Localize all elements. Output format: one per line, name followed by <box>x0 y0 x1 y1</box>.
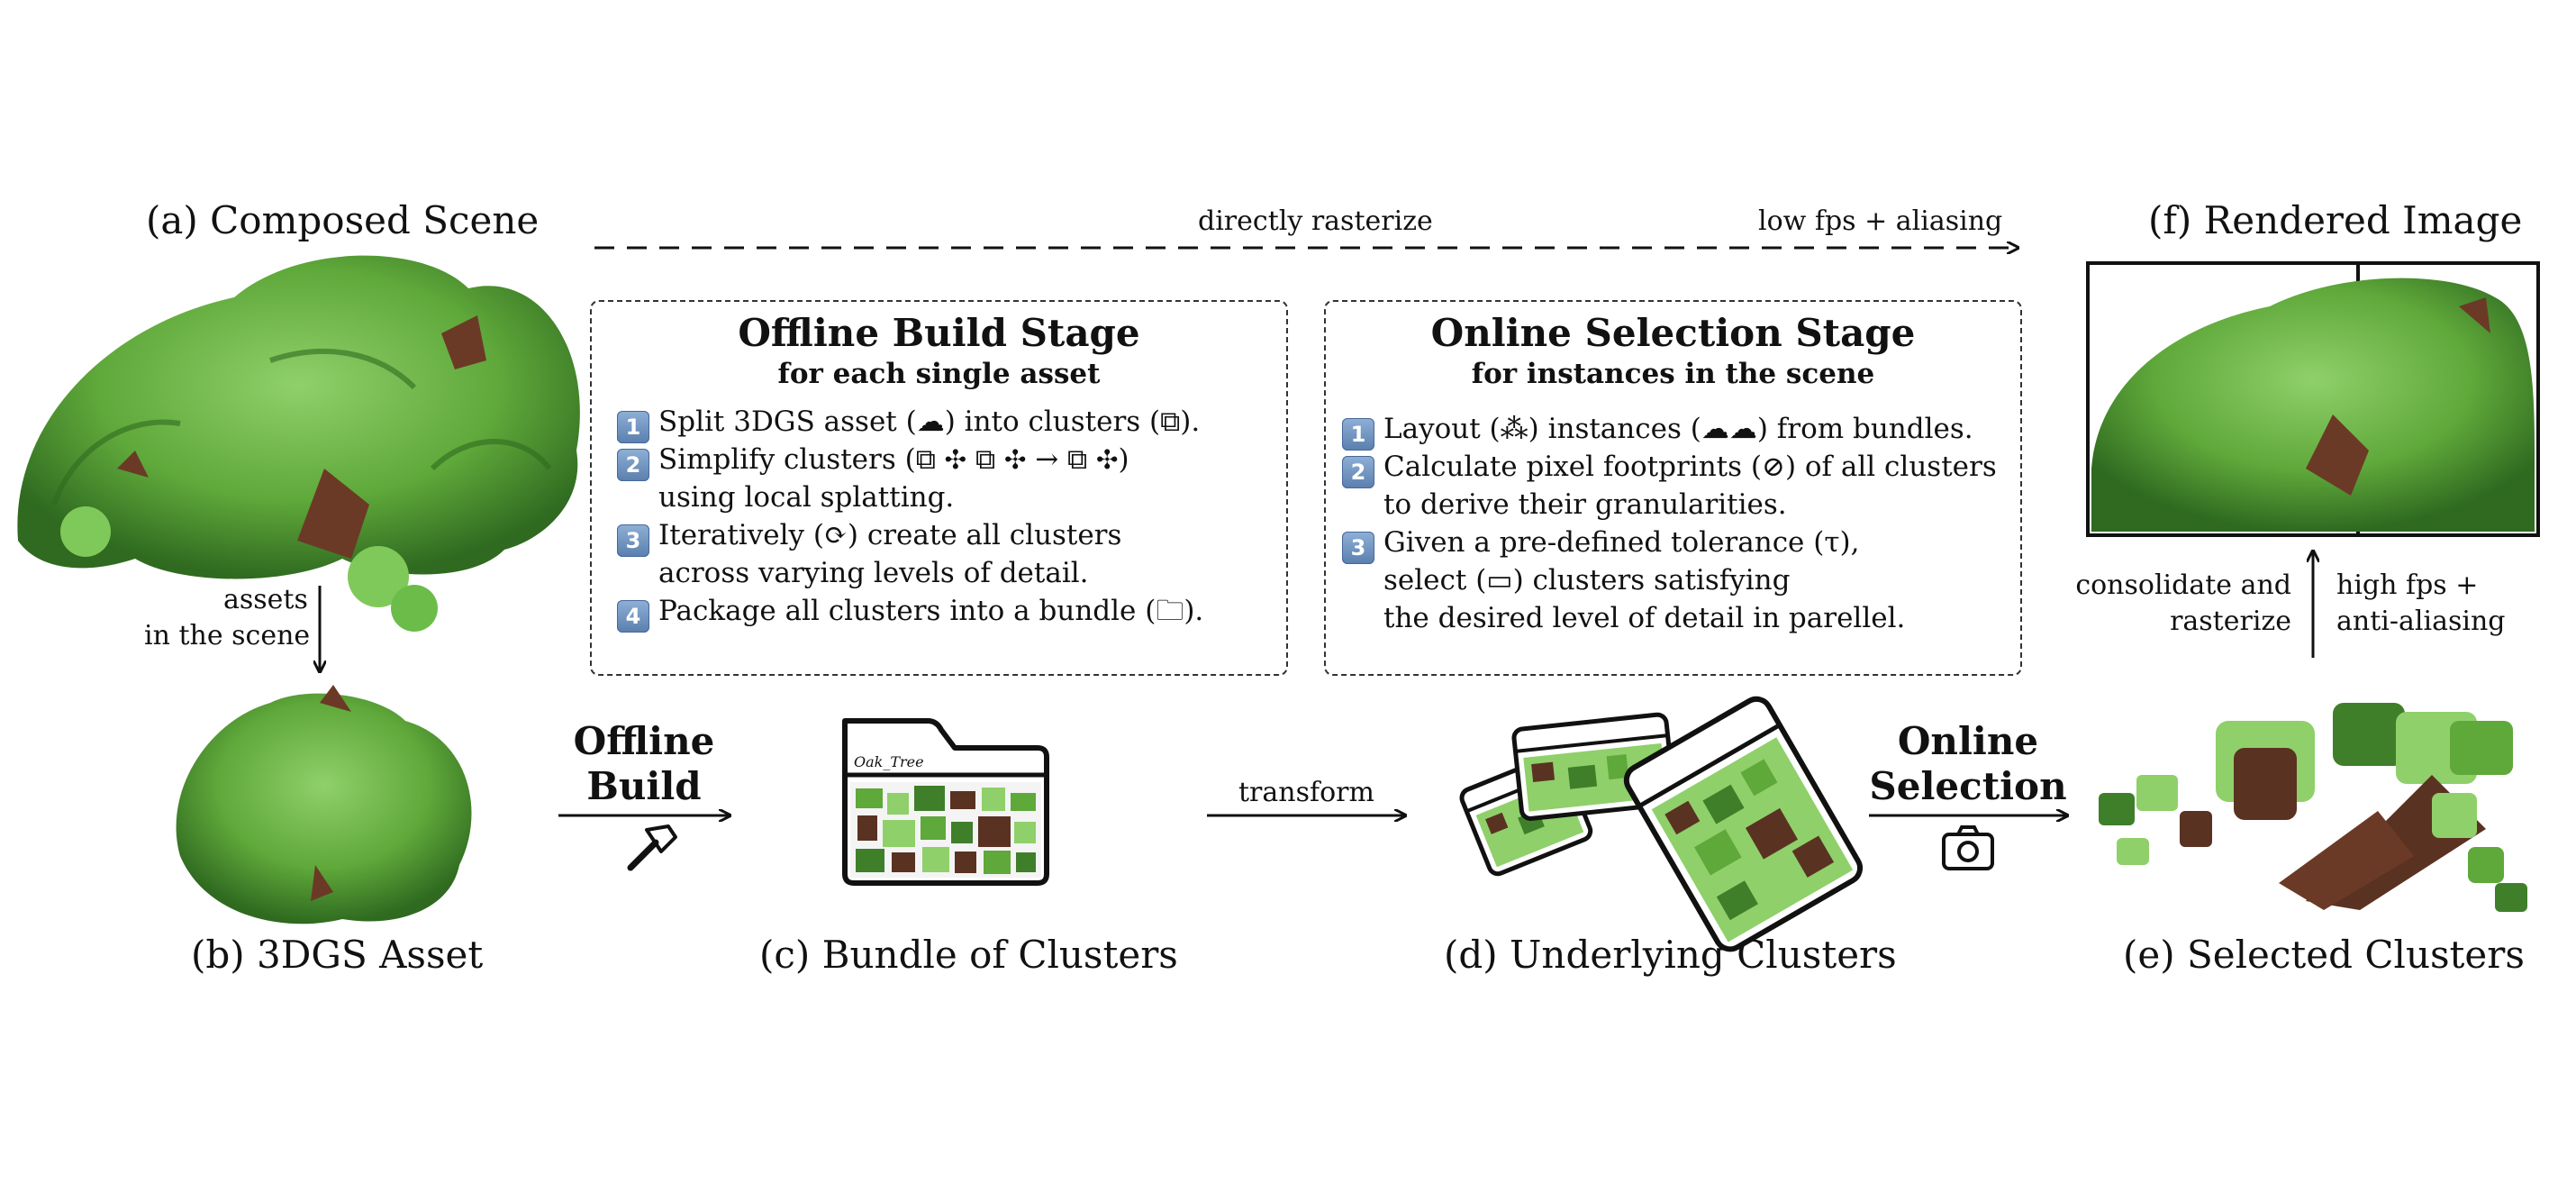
online-step-2-cont: to derive their granularities. <box>1383 488 1787 521</box>
step-badge: 1 <box>1342 418 1374 451</box>
label-anti-aliasing: anti-aliasing <box>2336 606 2506 637</box>
label-consolidate: consolidate and <box>2075 569 2291 601</box>
offline-step-3-cont: across varying levels of detail. <box>658 557 1089 589</box>
caption-composed-scene: (a) Composed Scene <box>146 198 540 242</box>
hammer-icon <box>627 824 677 871</box>
offline-step-2-cont: using local splatting. <box>658 481 955 514</box>
online-stage-subtitle: for instances in the scene <box>1471 358 1875 390</box>
label-online-selection-1: Online <box>1897 719 2039 763</box>
online-stage-title: Online Selection Stage <box>1430 311 1916 355</box>
label-online-selection-2: Selection <box>1869 764 2067 808</box>
rendered-image-tree <box>2091 278 2535 532</box>
composed-scene-tree <box>17 255 580 632</box>
label-high-fps: high fps + <box>2336 569 2479 601</box>
online-step-3-cont2: the desired level of detail in parellel. <box>1383 602 1906 634</box>
online-step-3-cont: select (▭) clusters satisfying <box>1383 564 1791 597</box>
caption-3dgs-asset: (b) 3DGS Asset <box>191 933 484 977</box>
step-badge: 2 <box>1342 456 1374 488</box>
label-offline-build-2: Build <box>586 764 702 808</box>
caption-bundle-of-clusters: (c) Bundle of Clusters <box>759 933 1178 977</box>
label-assets: assets <box>223 584 308 615</box>
caption-selected-clusters: (e) Selected Clusters <box>2123 933 2525 977</box>
label-transform: transform <box>1238 777 1374 808</box>
label-rasterize: rasterize <box>2170 606 2291 637</box>
offline-stage-title: Offline Build Stage <box>738 311 1140 355</box>
label-directly-rasterize: directly rasterize <box>1198 205 1433 237</box>
camera-icon <box>1942 825 1994 870</box>
step-badge: 3 <box>1342 532 1374 564</box>
caption-rendered-image: (f) Rendered Image <box>2148 198 2523 242</box>
label-in-the-scene: in the scene <box>144 620 311 651</box>
online-selection-stage-box: Online Selection Stage for instances in … <box>1324 300 2022 676</box>
bundle-folder-icon <box>842 718 1049 886</box>
step-badge: 3 <box>617 524 649 557</box>
label-low-fps-aliasing: low fps + aliasing <box>1758 205 2003 237</box>
selected-clusters-pieces <box>2099 703 2527 912</box>
label-offline-build-1: Offline <box>573 719 715 763</box>
single-asset-tree <box>176 685 472 924</box>
step-badge: 4 <box>617 600 649 633</box>
caption-underlying-clusters: (d) Underlying Clusters <box>1444 933 1897 977</box>
step-badge: 1 <box>617 411 649 443</box>
folder-label: Oak_Tree <box>854 753 924 770</box>
underlying-cluster-folders <box>1459 696 1864 952</box>
offline-stage-subtitle: for each single asset <box>777 358 1101 390</box>
step-badge: 2 <box>617 449 649 481</box>
offline-build-stage-box: Offline Build Stage for each single asse… <box>590 300 1288 676</box>
